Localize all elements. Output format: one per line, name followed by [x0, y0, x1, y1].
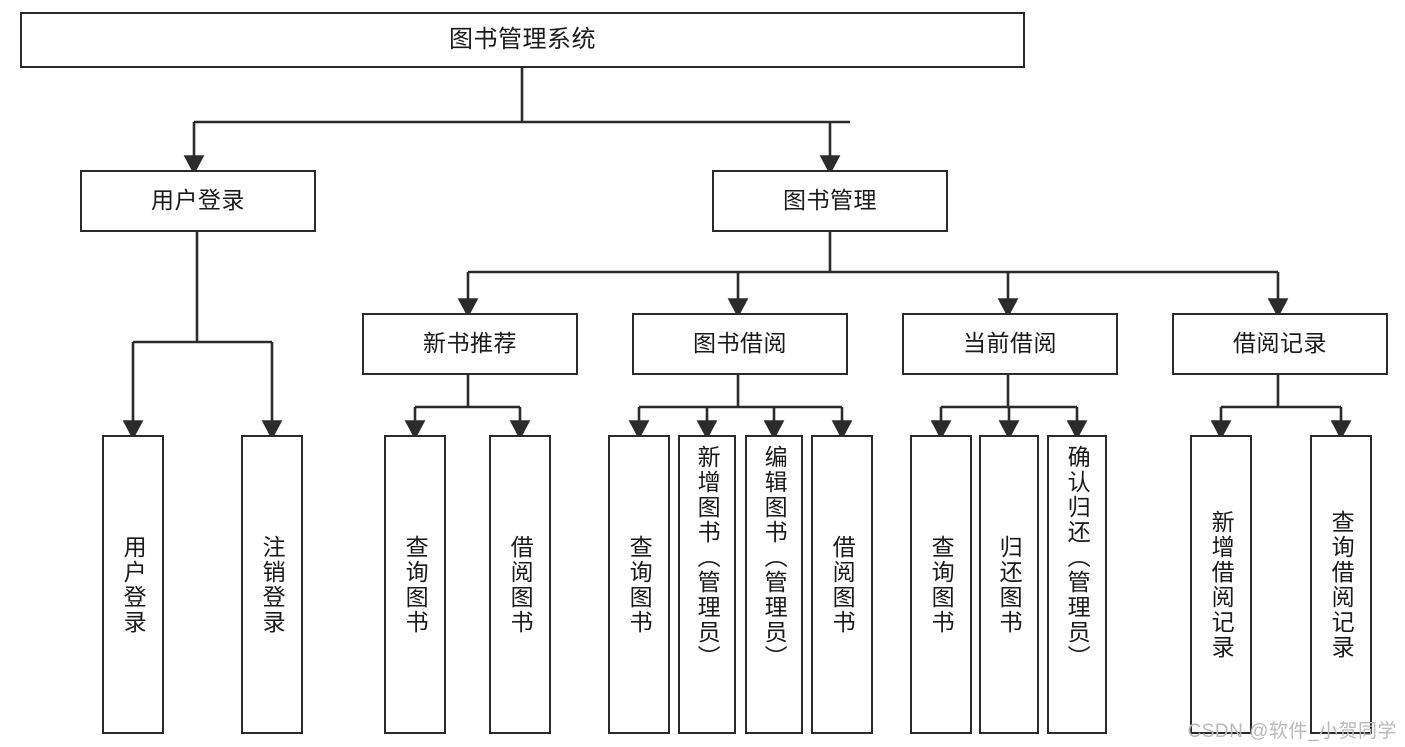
node-label: 当前借阅	[963, 330, 1057, 357]
leaf-add-borrow-record[interactable]: 新增借阅记录	[1190, 435, 1252, 734]
node-label: 查询图书	[626, 534, 653, 635]
leaf-edit-book-admin[interactable]: 编辑图书（管理员）	[745, 435, 803, 734]
node-user-login[interactable]: 用户登录	[80, 170, 316, 232]
leaf-query-borrow-record[interactable]: 查询借阅记录	[1310, 435, 1372, 734]
node-root-book-management-system[interactable]: 图书管理系统	[20, 12, 1025, 68]
node-label: 图书管理	[783, 187, 877, 214]
node-label: 查询图书	[928, 534, 955, 635]
node-label: 新增图书（管理员）	[694, 445, 721, 670]
node-label: 查询借阅记录	[1328, 509, 1355, 660]
node-book-borrow[interactable]: 图书借阅	[632, 313, 848, 375]
node-label: 图书借阅	[693, 330, 787, 357]
node-label: 借阅记录	[1233, 330, 1327, 357]
node-label: 图书管理系统	[449, 25, 596, 53]
node-borrow-record[interactable]: 借阅记录	[1172, 313, 1388, 375]
node-label: 用户登录	[120, 534, 147, 635]
leaf-confirm-return-admin[interactable]: 确认归还（管理员）	[1047, 435, 1107, 734]
node-label: 确认归还（管理员）	[1064, 445, 1091, 670]
node-current-borrow[interactable]: 当前借阅	[902, 313, 1118, 375]
node-label: 新书推荐	[423, 330, 517, 357]
leaf-borrow-book-borrow[interactable]: 借阅图书	[811, 435, 873, 734]
node-label: 新增借阅记录	[1208, 509, 1235, 660]
watermark-text: CSDN @软件_小贺同学	[1187, 721, 1397, 742]
node-label: 借阅图书	[829, 534, 856, 635]
node-new-book-recommend[interactable]: 新书推荐	[362, 313, 578, 375]
node-label: 注销登录	[259, 534, 286, 635]
node-label: 用户登录	[151, 187, 245, 214]
leaf-borrow-book-recommend[interactable]: 借阅图书	[489, 435, 551, 734]
node-label: 编辑图书（管理员）	[761, 445, 788, 670]
leaf-query-book-recommend[interactable]: 查询图书	[384, 435, 446, 734]
leaf-query-book-current[interactable]: 查询图书	[910, 435, 972, 734]
node-label: 借阅图书	[507, 534, 534, 635]
leaf-return-book[interactable]: 归还图书	[979, 435, 1039, 734]
node-label: 归还图书	[996, 534, 1023, 635]
leaf-logout-login[interactable]: 注销登录	[241, 435, 303, 734]
leaf-user-login[interactable]: 用户登录	[102, 435, 164, 734]
node-label: 查询图书	[402, 534, 429, 635]
leaf-query-book-borrow[interactable]: 查询图书	[608, 435, 670, 734]
leaf-add-book-admin[interactable]: 新增图书（管理员）	[678, 435, 736, 734]
node-book-management[interactable]: 图书管理	[712, 170, 948, 232]
